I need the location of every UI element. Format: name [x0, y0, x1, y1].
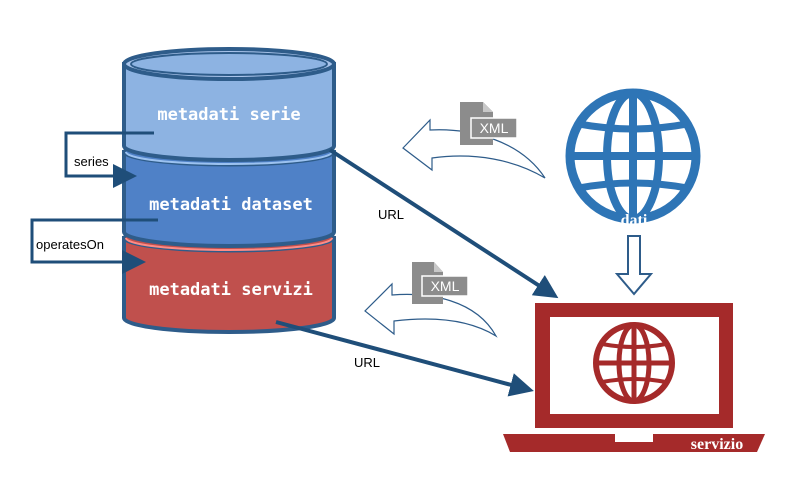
database-cylinder: metadati serie metadati dataset metadati…	[122, 47, 336, 334]
xml-top-label: XML	[480, 120, 509, 136]
xml-document-icon: XML	[412, 262, 469, 304]
operates-on-label: operatesOn	[36, 237, 104, 252]
layer-serie-label: metadati serie	[157, 105, 300, 125]
url-top-label: URL	[378, 207, 404, 222]
laptop-label: servizio	[691, 436, 743, 453]
url-bottom-label: URL	[354, 355, 380, 370]
globe-label: dati	[621, 212, 648, 229]
layer-dataset-label: metadati dataset	[149, 195, 313, 215]
url-arrow-top: URL	[328, 148, 559, 299]
series-label: series	[74, 154, 109, 169]
xml-flow-top: XML	[402, 102, 546, 179]
laptop-globe-icon	[593, 322, 675, 404]
globe-icon: dati	[565, 88, 701, 229]
down-arrow	[614, 235, 654, 296]
url-arrow-bottom: URL	[275, 320, 534, 397]
layer-serie	[122, 47, 336, 162]
series-connector: series	[64, 131, 154, 188]
xml-document-icon: XML	[460, 102, 518, 145]
operates-on-connector: operatesOn	[30, 218, 158, 274]
xml-flow-bottom: XML	[364, 262, 498, 338]
xml-bottom-label: XML	[431, 278, 460, 294]
layer-servizi-label: metadati servizi	[149, 280, 313, 300]
laptop-icon: servizio	[503, 303, 765, 453]
